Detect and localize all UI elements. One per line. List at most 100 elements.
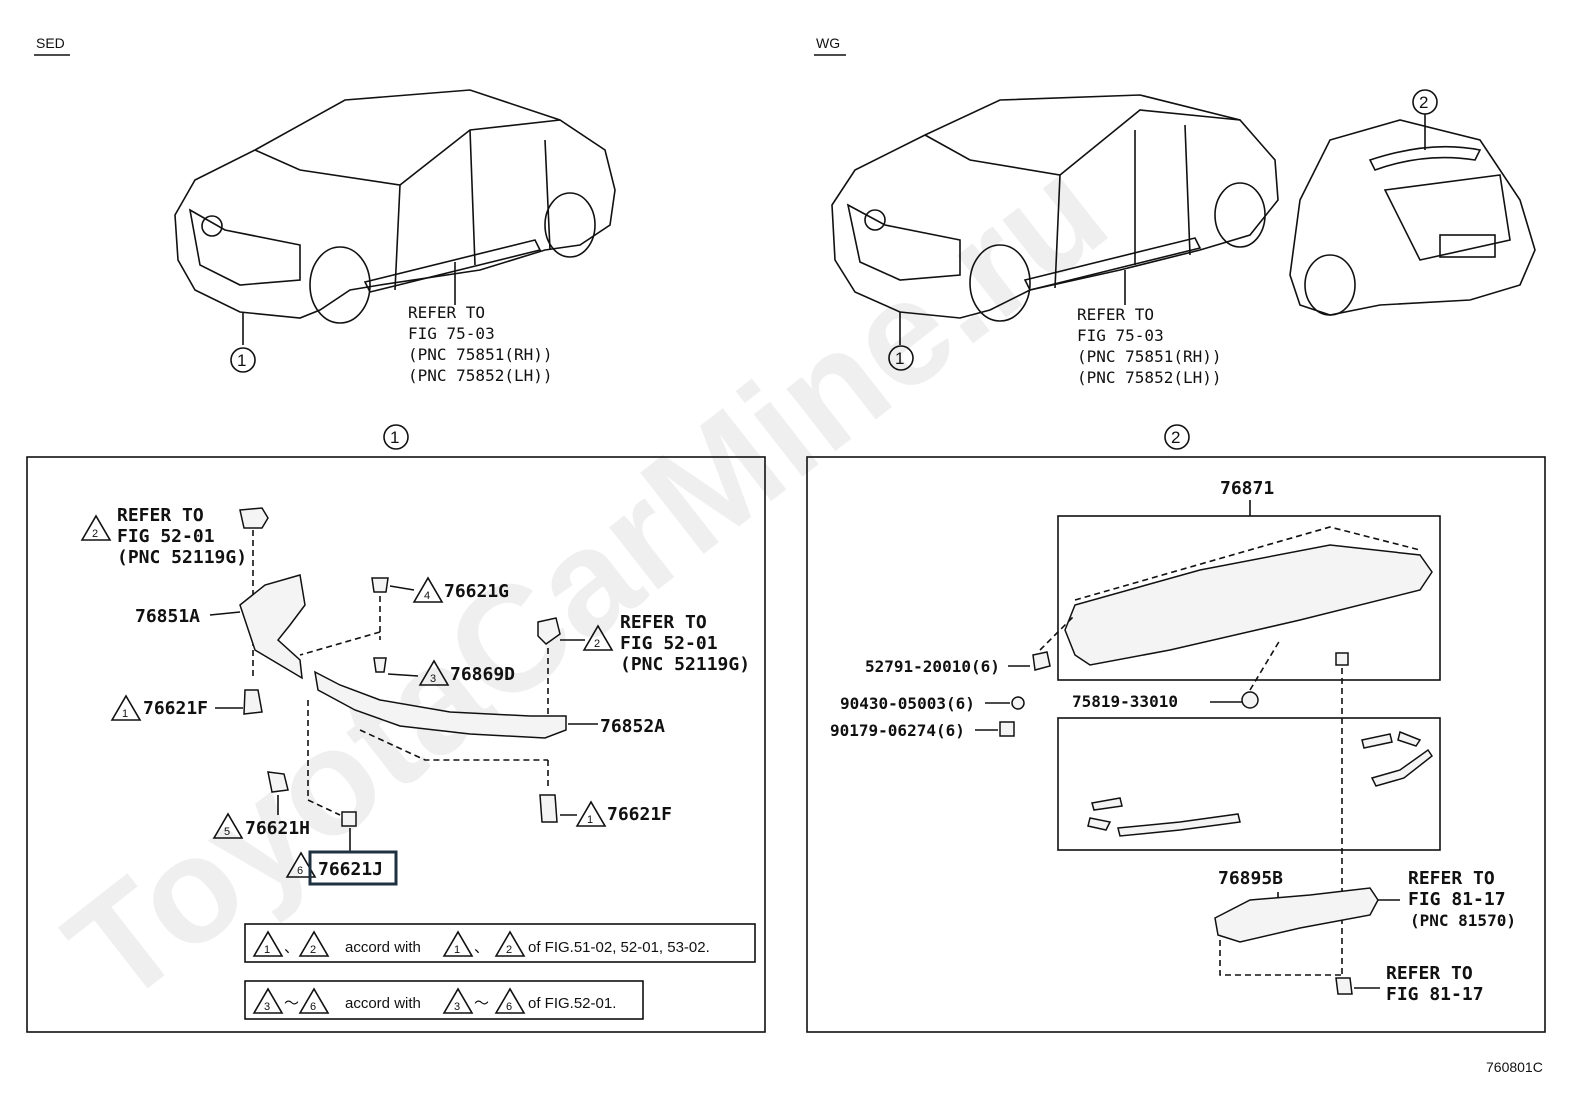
label-76895B: 76895B — [1218, 868, 1283, 889]
refer-wg-1: REFER TO — [1077, 305, 1154, 324]
panel-title-number-2: 2 — [1171, 428, 1180, 447]
label-76851A: 76851A — [135, 606, 200, 627]
wagon-illustration — [831, 94, 1536, 322]
triangle-number: 5 — [224, 826, 230, 838]
refer-81-17-a-line1: REFER TO — [1408, 868, 1495, 889]
label-75819: 75819-33010 — [1072, 692, 1178, 711]
label-52791: 52791-20010(6) — [865, 657, 1000, 676]
refer-wg-pnc-lh: (PNC 75852(LH)) — [1077, 368, 1222, 387]
panel-2-frame — [806, 456, 1546, 1033]
section-label-sed: SED — [36, 35, 65, 51]
label-90430: 90430-05003(6) — [840, 694, 975, 713]
triangle-number: 1 — [122, 708, 128, 720]
leader — [299, 631, 381, 656]
refer-81-17-a-line3: (PNC 81570) — [1410, 911, 1516, 930]
marker-circle-sed — [230, 347, 256, 373]
leader — [389, 585, 415, 591]
refer-81-17-a-line2: FIG 81-17 — [1408, 889, 1506, 910]
triangle-icon — [494, 930, 526, 957]
note-tilde: 〜 — [474, 995, 489, 1012]
tape-piece — [1397, 730, 1422, 747]
trim-76852A — [314, 670, 567, 739]
panel-title-circle-2 — [1164, 424, 1190, 450]
label-76871: 76871 — [1220, 478, 1274, 499]
highlight-box[interactable] — [308, 850, 398, 886]
label-90179: 90179-06274(6) — [830, 721, 965, 740]
note-accord: accord with — [345, 995, 421, 1012]
note-box-2 — [244, 980, 644, 1020]
label-76621J[interactable]: 76621J — [318, 859, 383, 880]
leader — [307, 799, 341, 816]
triangle-number: 6 — [506, 1001, 512, 1013]
triangle-icon — [212, 812, 244, 839]
triangle-icon — [418, 659, 450, 686]
tape-piece — [1361, 733, 1393, 749]
sedan-illustration — [174, 89, 616, 324]
triangle-icon — [412, 576, 444, 603]
label-76621F-right: 76621F — [607, 804, 672, 825]
tape-piece — [1087, 817, 1112, 831]
refer-sed-pnc-lh: (PNC 75852(LH)) — [408, 366, 553, 385]
triangle-number: 2 — [594, 638, 600, 650]
refer-52-01-a-line1: REFER TO — [117, 505, 204, 526]
tape-strip — [1117, 813, 1241, 837]
refer-81-17-b-line2: FIG 81-17 — [1386, 984, 1484, 1005]
watermark: ToyotaCarMine.ru — [36, 125, 1135, 1036]
refer-52-01-b-line2: FIG 52-01 — [620, 633, 718, 654]
clip-76621J — [341, 811, 357, 827]
section-label-wg: WG — [816, 35, 840, 51]
marker-circle-wg-2 — [1412, 89, 1438, 115]
triangle-number: 3 — [430, 673, 436, 685]
triangle-number: 6 — [297, 865, 303, 877]
screw-76869D — [373, 657, 387, 673]
figure-code: 760801C — [1486, 1059, 1543, 1075]
triangle-number: 1 — [587, 814, 593, 826]
grommet-76621H — [267, 771, 289, 793]
tape-piece — [1091, 797, 1123, 811]
refer-52-01-b-line1: REFER TO — [620, 612, 707, 633]
refer-sed-fig: FIG 75-03 — [408, 324, 495, 343]
triangle-number: 1 — [454, 944, 460, 956]
panel-1-frame — [26, 456, 766, 1033]
leader — [209, 611, 241, 616]
triangle-icon — [285, 851, 317, 878]
screw-76621G — [371, 577, 389, 593]
triangle-icon — [80, 514, 112, 541]
triangle-number: 1 — [264, 944, 270, 956]
triangle-icon — [582, 624, 614, 651]
bolt-52791 — [1032, 651, 1051, 671]
note-separator: 、 — [284, 939, 299, 956]
note-fig-b: of FIG.52-01. — [528, 995, 616, 1012]
label-76621H: 76621H — [245, 818, 310, 839]
triangle-number: 3 — [264, 1001, 270, 1013]
washer-90430 — [1011, 696, 1025, 710]
note-tilde: 〜 — [284, 995, 299, 1012]
note-separator: 、 — [474, 939, 489, 956]
screw-part — [1335, 977, 1353, 995]
label-76621F-left: 76621F — [143, 698, 208, 719]
triangle-number: 2 — [310, 944, 316, 956]
leader — [1039, 614, 1076, 651]
refer-52-01-b-line3: (PNC 52119G) — [620, 654, 750, 675]
note-fig-a: of FIG.51-02, 52-01, 53-02. — [528, 939, 710, 956]
tape-strip — [1370, 748, 1434, 787]
screw-76621F — [243, 689, 263, 715]
triangle-number: 4 — [424, 590, 430, 602]
triangle-icon — [442, 987, 474, 1014]
grommet-75819 — [1241, 691, 1259, 709]
triangle-number: 3 — [454, 1001, 460, 1013]
panel-title-number-1: 1 — [390, 428, 399, 447]
marker-number-wg-2: 2 — [1419, 93, 1428, 112]
marker-number-wg-1: 1 — [895, 349, 904, 368]
label-76621G: 76621G — [444, 581, 509, 602]
refer-81-17-b-line1: REFER TO — [1386, 963, 1473, 984]
nut-90179 — [999, 721, 1015, 737]
triangle-icon — [252, 930, 284, 957]
tape-box — [1057, 717, 1441, 851]
refer-52-01-a-line3: (PNC 52119G) — [117, 547, 247, 568]
screw-76621F — [539, 794, 558, 823]
marker-circle-wg-1 — [888, 345, 914, 371]
label-76852A: 76852A — [600, 716, 665, 737]
stop-lamp-76895B — [1214, 887, 1379, 943]
